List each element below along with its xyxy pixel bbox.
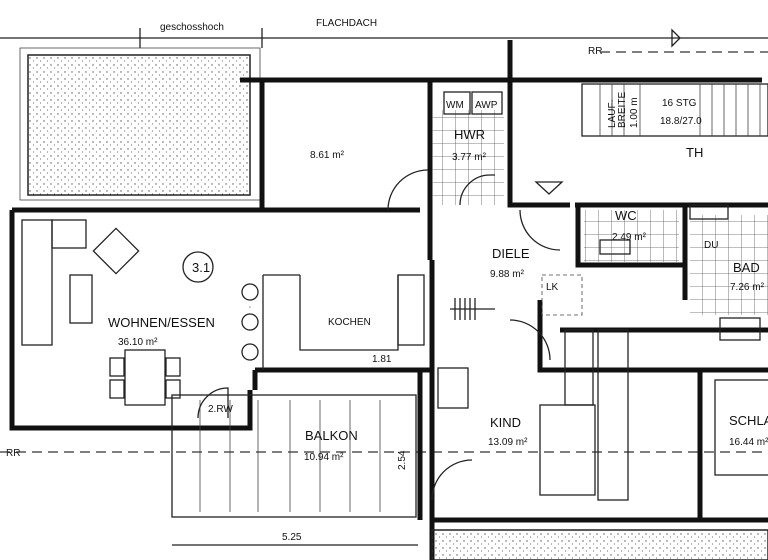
rw-label: 2.RW	[208, 404, 233, 415]
hwr-name: HWR	[454, 127, 485, 142]
bad-area: 7.26 m²	[730, 282, 765, 293]
stairs: BREITE LAUF- 1.00 m 16 STG 18.8/27.0 TH	[534, 83, 768, 195]
stair-width-value: 1.00 m	[629, 97, 640, 128]
header-dimensions: geschosshoch FLACHDACH RR RR	[0, 18, 768, 459]
wc-area: 2.49 m²	[612, 232, 647, 243]
storage-area: 8.61 m²	[310, 150, 345, 161]
lk-label: LK	[546, 282, 559, 293]
stair-ratio: 18.8/27.0	[660, 116, 702, 127]
lower-terrace	[431, 529, 768, 560]
balkon-area: 10.94 m²	[304, 452, 344, 463]
diele-name: DIELE	[492, 246, 530, 261]
stair-width-label: BREITE	[617, 92, 628, 128]
schlaf-area: 16.44 m²	[729, 437, 768, 448]
stair-steps: 16 STG	[662, 98, 697, 109]
kitchen: KOCHEN 1.81	[241, 274, 425, 370]
walls	[9, 40, 768, 560]
living-room: 3.1 WOHNEN/ESSEN 36.10 m²	[21, 219, 215, 406]
bad-room: DU BAD 7.26 m²	[689, 204, 768, 341]
diele-hall: DIELE 9.88 m² LK	[450, 209, 583, 361]
rr-top-label: RR	[588, 46, 602, 57]
balkon-name: BALKON	[305, 428, 358, 443]
th-name: TH	[686, 145, 703, 160]
roof-label: FLACHDACH	[316, 18, 377, 29]
wohnen-name: WOHNEN/ESSEN	[108, 315, 215, 330]
roof-terrace	[27, 54, 251, 196]
kind-room: KIND 13.09 m²	[431, 329, 629, 501]
kind-area: 13.09 m²	[488, 437, 528, 448]
awp-label: AWP	[475, 100, 498, 111]
wc-name: WC	[615, 208, 637, 223]
wm-label: WM	[446, 100, 464, 111]
rr-left-label: RR	[6, 448, 20, 459]
balkon-depth-dim: 2.54	[397, 450, 408, 470]
storey-height-label: geschosshoch	[160, 22, 224, 33]
kind-name: KIND	[490, 415, 521, 430]
wc-room: WC 2.49 m²	[584, 208, 679, 262]
apartment-number: 3.1	[192, 260, 210, 275]
du-label: DU	[704, 240, 718, 251]
kochen-dim: 1.81	[372, 354, 392, 365]
wohnen-area: 36.10 m²	[118, 337, 158, 348]
kochen-name: KOCHEN	[328, 317, 371, 328]
schlaf-room: SCHLA 16.44 m²	[714, 379, 768, 476]
hwr-area: 3.77 m²	[452, 152, 487, 163]
diele-area: 9.88 m²	[490, 269, 525, 280]
stair-width-label-1: LAUF-	[607, 99, 618, 128]
schlaf-name: SCHLA	[729, 413, 768, 428]
bad-name: BAD	[733, 260, 760, 275]
balcony: BALKON 10.94 m² 5.25 2.54 2.RW	[171, 387, 418, 546]
hwr-room: WM AWP HWR 3.77 m²	[387, 91, 504, 211]
balkon-width-dim: 5.25	[282, 532, 302, 543]
